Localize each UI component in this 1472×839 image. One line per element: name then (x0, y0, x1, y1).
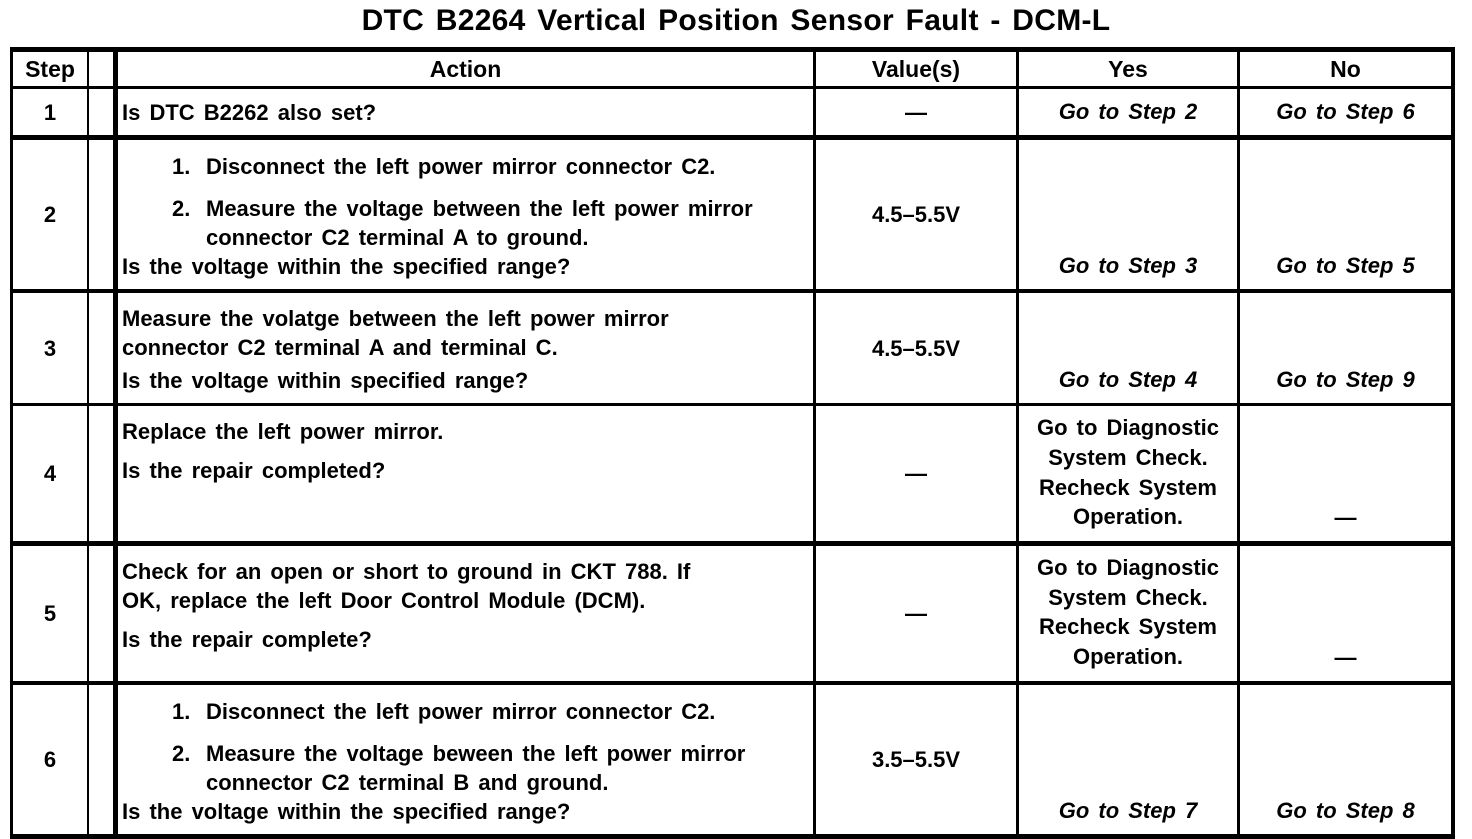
no-cell: — (1240, 546, 1451, 681)
column-header-no: No (1330, 55, 1361, 82)
value-cell: 4.5–5.5V (816, 293, 1019, 404)
action-text: Check for an open or short to ground in … (122, 558, 691, 613)
value-cell: — (816, 89, 1019, 136)
no-text: Go to Step 9 (1276, 367, 1415, 393)
action-cell: Is DTC B2262 also set? (113, 89, 816, 136)
action-numbered-list: 1. Disconnect the left power mirror conn… (172, 152, 803, 252)
no-cell: Go to Step 5 (1240, 140, 1451, 289)
yes-cell: Go to Diagnostic System Check. Recheck S… (1019, 406, 1240, 541)
yes-cell: Go to Diagnostic System Check. Recheck S… (1019, 545, 1240, 681)
yes-cell: Go to Step 3 (1019, 140, 1240, 290)
column-header-step: Step (13, 52, 89, 86)
table-row-step-6: 6 1. Disconnect the left power mirror co… (13, 684, 1451, 834)
action-question: Is the voltage within the specified rang… (122, 254, 571, 280)
column-gap (89, 52, 113, 86)
list-item: 1. Disconnect the left power mirror conn… (172, 152, 803, 181)
column-header-value: Value(s) (816, 52, 1019, 86)
value-cell: — (816, 545, 1019, 681)
action-numbered-list: 1. Disconnect the left power mirror conn… (172, 697, 803, 797)
no-cell: Go to Step 9 (1240, 293, 1451, 403)
yes-cell: Go to Step 4 (1019, 293, 1240, 404)
list-item: 1. Disconnect the left power mirror conn… (172, 697, 803, 726)
action-cell: Measure the volatge between the left pow… (113, 293, 816, 404)
yes-text: Go to Diagnostic System Check. Recheck S… (1037, 554, 1219, 669)
action-cell: 1. Disconnect the left power mirror conn… (113, 140, 816, 290)
step-number: 2 (13, 140, 89, 290)
action-question: Is the voltage within the specified rang… (122, 798, 571, 824)
step-number: 6 (13, 684, 89, 834)
yes-cell: Go to Step 7 (1019, 684, 1240, 834)
list-item-number: 1. (172, 154, 191, 180)
table-row-step-1: 1 Is DTC B2262 also set? — Go to Step 2 … (13, 89, 1451, 141)
column-gap (89, 684, 113, 834)
action-question: Is the voltage within specified range? (122, 368, 529, 394)
action-text: Replace the left power mirror. (122, 419, 444, 445)
no-text: — (1334, 644, 1357, 670)
list-item-text: Measure the voltage between the left pow… (206, 196, 753, 251)
column-gap (89, 89, 113, 136)
table-row-step-5: 5 Check for an open or short to ground i… (13, 545, 1451, 685)
column-header-action: Action (113, 52, 816, 86)
table-row-step-3: 3 Measure the volatge between the left p… (13, 293, 1451, 407)
yes-text: Go to Step 3 (1058, 253, 1198, 279)
no-cell: Go to Step 8 (1240, 685, 1451, 834)
action-cell: Check for an open or short to ground in … (113, 545, 816, 681)
value-cell: 4.5–5.5V (816, 140, 1019, 290)
yes-cell: Go to Step 2 (1019, 89, 1240, 136)
diagnostic-table: Step Action Value(s) Yes No 1 Is DTC B22… (10, 47, 1455, 839)
table-row-step-4: 4 Replace the left power mirror. Is the … (13, 406, 1451, 546)
value-cell: — (816, 406, 1019, 541)
no-cell: — (1240, 406, 1451, 541)
no-text: Go to Step 8 (1276, 797, 1415, 823)
no-text: Go to Step 5 (1276, 253, 1415, 279)
list-item-text: Disconnect the left power mirror connect… (206, 698, 716, 724)
value-cell: 3.5–5.5V (816, 684, 1019, 834)
yes-text: Go to Step 4 (1058, 367, 1198, 393)
action-question: Is DTC B2262 also set? (122, 100, 377, 125)
table-row-step-2: 2 1. Disconnect the left power mirror co… (13, 140, 1451, 294)
page-title: DTC B2264 Vertical Position Sensor Fault… (361, 4, 1111, 37)
action-question: Is the repair completed? (122, 458, 386, 484)
step-number: 4 (13, 406, 89, 541)
yes-text: Go to Step 7 (1058, 797, 1198, 823)
step-number: 3 (13, 293, 89, 404)
list-item-number: 1. (172, 698, 191, 724)
list-item-text: Disconnect the left power mirror connect… (206, 154, 716, 180)
action-cell: 1. Disconnect the left power mirror conn… (113, 684, 816, 834)
list-item: 2. Measure the voltage beween the left p… (172, 739, 803, 797)
action-text: Measure the volatge between the left pow… (122, 306, 669, 361)
list-item: 2. Measure the voltage between the left … (172, 194, 803, 252)
list-item-number: 2. (172, 196, 191, 222)
action-cell: Replace the left power mirror. Is the re… (113, 406, 816, 541)
column-gap (89, 545, 113, 681)
yes-text: Go to Step 2 (1058, 98, 1198, 124)
manual-page: DTC B2264 Vertical Position Sensor Fault… (10, 4, 1455, 839)
step-number: 5 (13, 545, 89, 681)
no-text: — (1334, 504, 1357, 530)
list-item-text: Measure the voltage beween the left powe… (206, 740, 746, 795)
column-gap (89, 406, 113, 541)
column-gap (89, 140, 113, 290)
column-header-yes: Yes (1019, 52, 1240, 86)
yes-text: Go to Diagnostic System Check. Recheck S… (1037, 415, 1219, 530)
action-question: Is the repair complete? (122, 626, 372, 652)
table-header-row: Step Action Value(s) Yes No (13, 52, 1451, 89)
list-item-number: 2. (172, 740, 191, 766)
column-gap (89, 293, 113, 404)
no-cell: Go to Step 6 (1240, 89, 1451, 135)
no-text: Go to Step 6 (1276, 98, 1415, 124)
step-number: 1 (13, 89, 89, 136)
